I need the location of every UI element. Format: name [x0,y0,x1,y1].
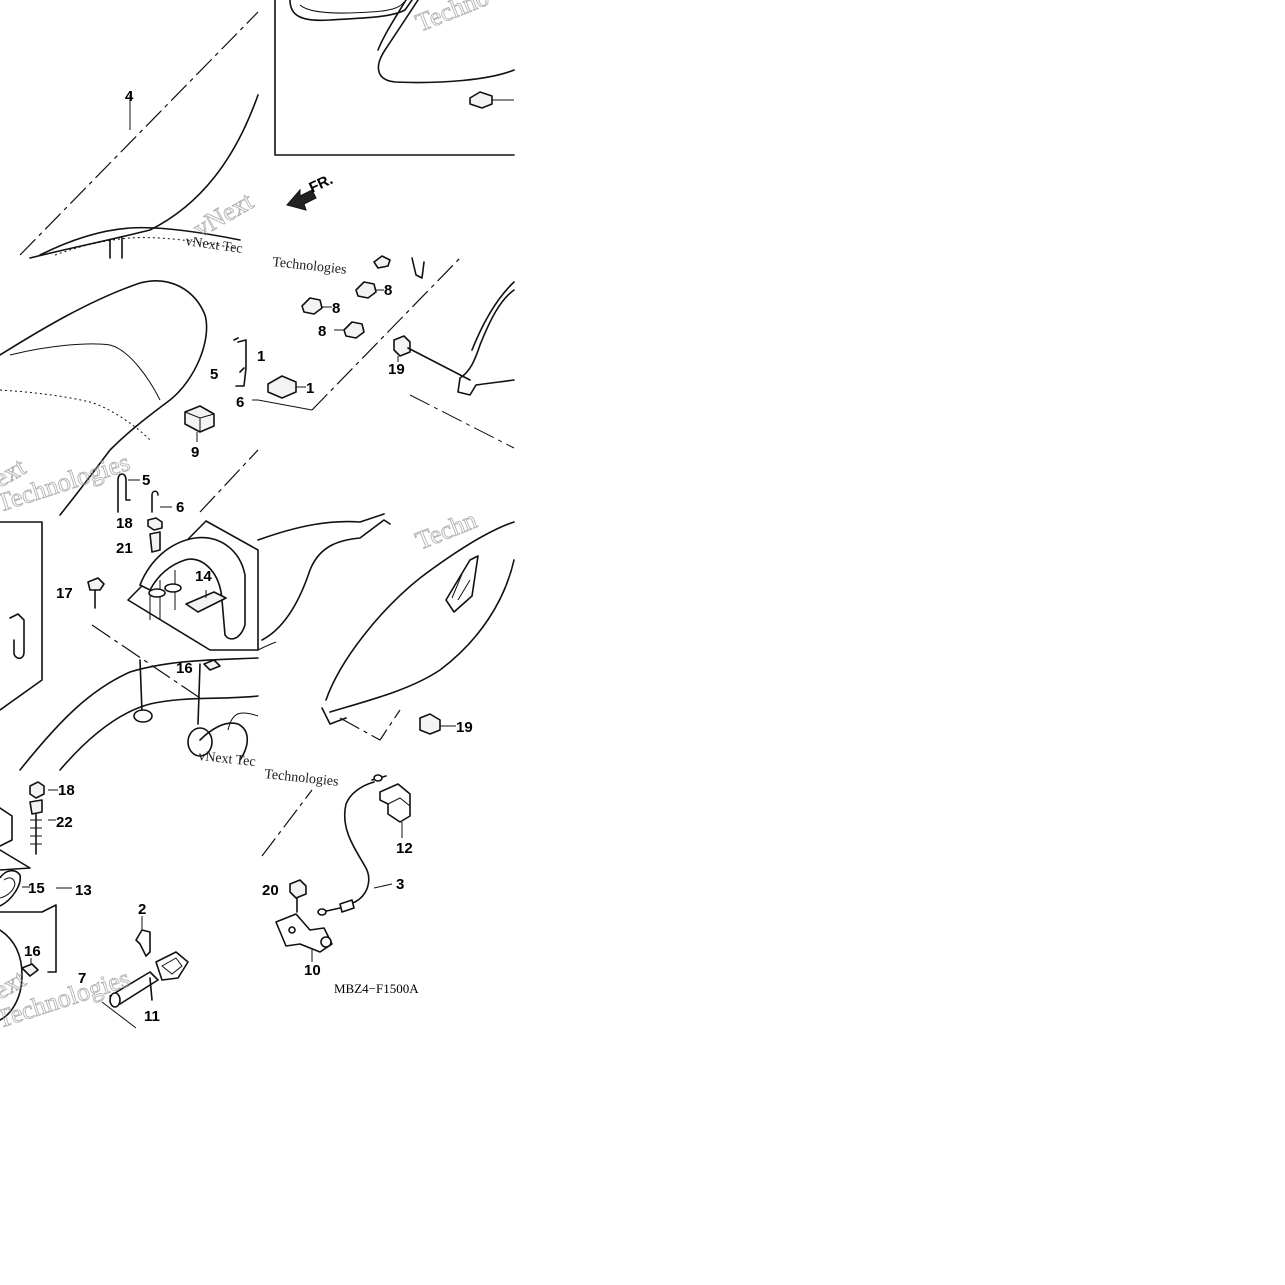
callout-16-b: 16 [24,943,41,960]
callout-6-a: 6 [236,394,244,411]
callout-1-b: 1 [306,380,314,397]
side-cover [257,513,515,741]
callout-4: 4 [125,88,134,105]
callout-20: 20 [262,882,279,899]
callout-1-a: 1 [257,348,265,365]
callout-3: 3 [396,876,404,893]
callout-8-a: 8 [332,300,340,317]
seat-lock-cable [261,774,411,962]
callout-2: 2 [138,901,146,918]
callout-14: 14 [195,568,212,585]
callout-9: 9 [191,444,199,461]
callout-6-b: 6 [176,499,184,516]
callout-10: 10 [304,962,321,979]
callout-19-a: 19 [388,361,405,378]
callout-22: 22 [56,814,73,831]
callout-15: 15 [28,880,45,897]
callout-21: 21 [116,540,133,557]
rear-seat-view [0,280,259,516]
seat-lock-set [0,781,189,1029]
callout-16-a: 16 [176,660,193,677]
grab-rail-assembly [0,517,259,771]
watermark-vnext-tec-b: vNext Tec [198,749,257,770]
watermark-vnext-tec: vNext Tec [184,234,243,257]
callout-13: 13 [75,882,92,899]
callout-5-a: 5 [210,366,218,383]
seat-rear-view [274,0,515,156]
callout-11: 11 [144,1008,160,1025]
watermark-technologies-small-b: Technologies [264,767,340,790]
callout-7: 7 [78,970,86,987]
callout-18-a: 18 [116,515,133,532]
watermark-technologies-small: Technologies [272,255,348,278]
seat-front-view [19,11,259,259]
fastener-group [257,255,515,449]
watermark-techn: Techn [411,505,480,556]
callout-8-c: 8 [318,323,326,340]
diagram-code: MBZ4−F1500A [334,981,419,996]
callout-19-b: 19 [456,719,473,736]
watermark-technologies-top: Techno [411,0,492,38]
callout-5-b: 5 [142,472,150,489]
callout-18-b: 18 [58,782,75,799]
callout-8-b: 8 [384,282,392,299]
front-direction-label: FR. [307,171,336,197]
front-direction-arrow [286,188,317,211]
callout-12: 12 [396,840,413,857]
callout-17: 17 [56,585,73,602]
